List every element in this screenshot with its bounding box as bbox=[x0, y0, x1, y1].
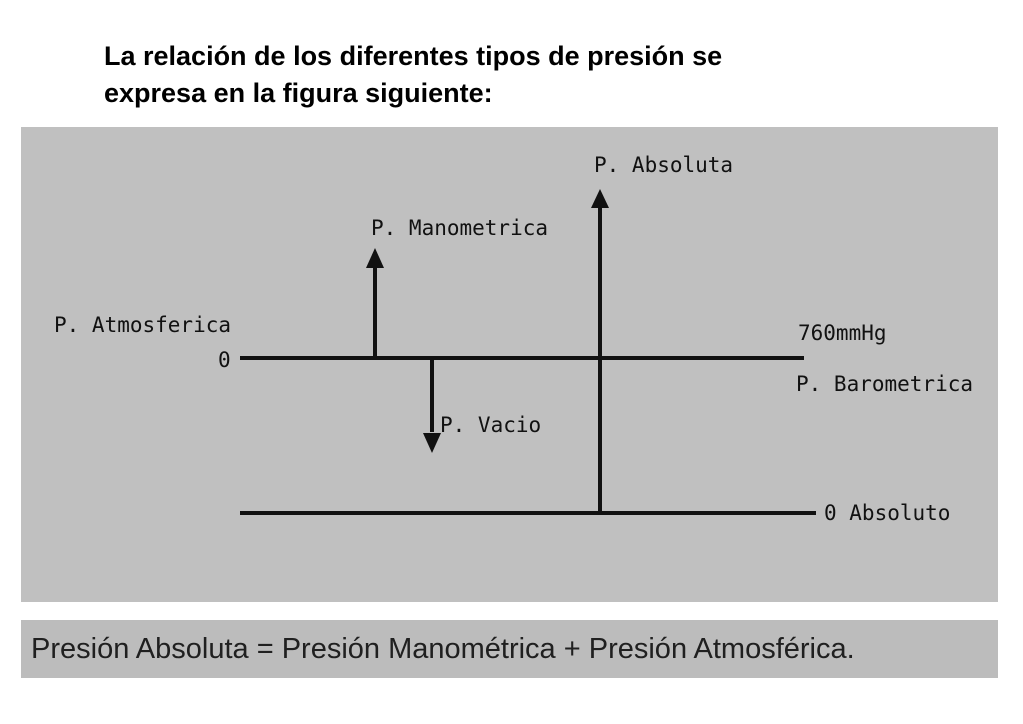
label-absolute-pressure: P. Absoluta bbox=[594, 153, 734, 177]
pressure-diagram: P. Absoluta P. Manometrica P. Atmosferic… bbox=[21, 127, 998, 602]
label-vacuum-pressure: P. Vacio bbox=[440, 413, 542, 437]
page-heading: La relación de los diferentes tipos de p… bbox=[104, 38, 984, 112]
heading-line-2: expresa en la figura siguiente: bbox=[104, 78, 493, 108]
label-atmospheric-pressure: P. Atmosferica bbox=[54, 313, 232, 337]
label-absolute-zero: 0 Absoluto bbox=[824, 501, 951, 525]
label-barometric-pressure: P. Barometrica bbox=[796, 372, 974, 396]
heading-line-1: La relación de los diferentes tipos de p… bbox=[104, 41, 723, 71]
gauge-pressure-arrowhead bbox=[366, 248, 384, 268]
pressure-formula: Presión Absoluta = Presión Manométrica +… bbox=[31, 633, 855, 665]
vacuum-arrowhead bbox=[423, 433, 441, 453]
pressure-diagram-drawing bbox=[240, 189, 816, 515]
label-atmospheric-zero: 0 bbox=[218, 348, 231, 372]
formula-bar: Presión Absoluta = Presión Manométrica +… bbox=[21, 620, 998, 678]
absolute-pressure-arrowhead bbox=[591, 189, 609, 208]
label-760mmhg: 760mmHg bbox=[798, 321, 887, 345]
label-gauge-pressure: P. Manometrica bbox=[371, 216, 549, 240]
